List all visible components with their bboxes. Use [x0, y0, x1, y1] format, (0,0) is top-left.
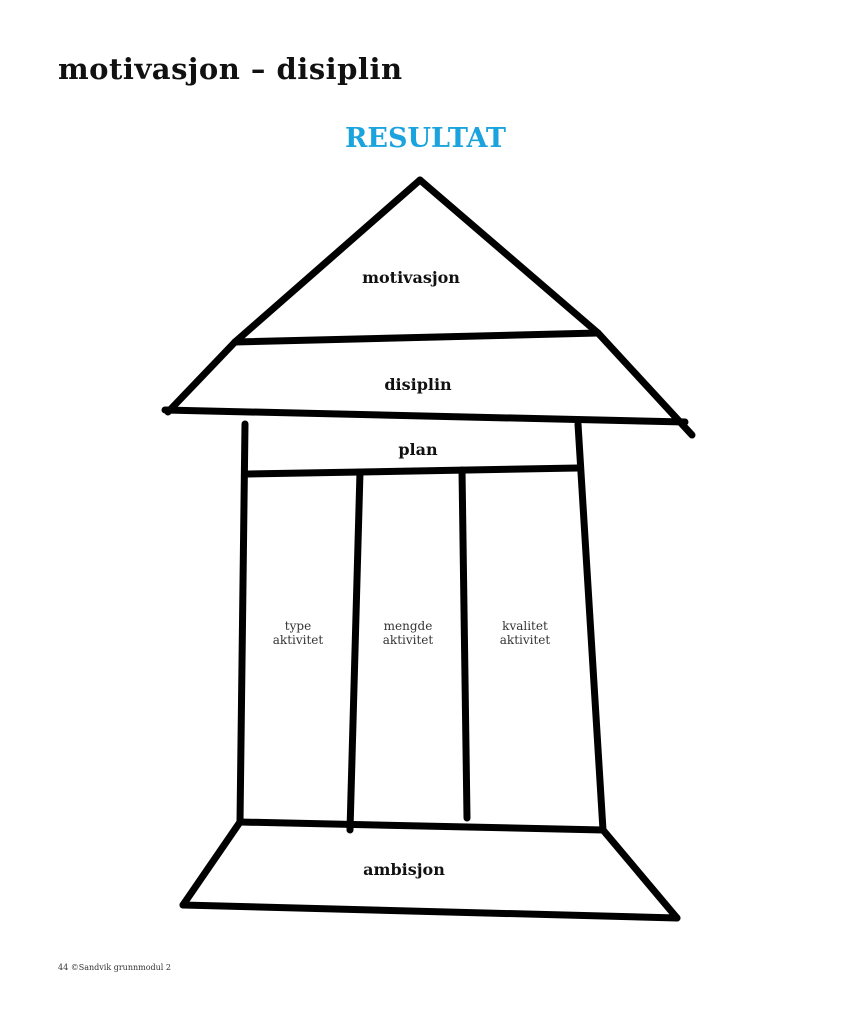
roof-label-disiplin: disiplin: [384, 375, 452, 394]
pillar-label-line: aktivitet: [272, 633, 324, 647]
left-wall: [236, 420, 249, 826]
foundation-bottom: [179, 901, 681, 922]
result-heading: RESULTAT: [344, 123, 507, 154]
roof-base: [161, 406, 689, 426]
roof-divider: [231, 329, 602, 346]
foundation-top: [236, 818, 607, 834]
pillar-label-mengde: mengde aktivitet: [383, 619, 433, 647]
right-wall: [574, 420, 607, 834]
roof-right-edge: [416, 176, 602, 337]
pillar-label-line: type: [284, 619, 312, 633]
page-title: motivasjon – disiplin: [58, 52, 403, 86]
pillar-label-type: type aktivitet: [273, 619, 323, 647]
pillar-label-line: aktivitet: [382, 633, 434, 647]
foundation-right: [599, 826, 681, 922]
pillar-divider-2: [458, 466, 471, 822]
pillar-divider-1: [346, 468, 364, 834]
page-footer: 44 ©Sandvik grunnmodul 2: [58, 963, 171, 972]
eave-left: [164, 338, 239, 416]
pillar-label-line: kvalitet: [502, 619, 548, 633]
pillar-label-line: aktivitet: [499, 633, 551, 647]
eave-right: [594, 329, 696, 439]
roof-left-edge: [231, 176, 424, 346]
foundation-left: [179, 818, 244, 909]
foundation-label-ambisjon: ambisjon: [363, 860, 445, 879]
pillar-label-kvalitet: kvalitet aktivitet: [500, 619, 550, 647]
pillar-label-line: mengde: [383, 619, 433, 633]
plan-beam-line: [244, 464, 582, 478]
beam-label-plan: plan: [398, 440, 438, 459]
roof-label-motivasjon: motivasjon: [362, 268, 460, 287]
